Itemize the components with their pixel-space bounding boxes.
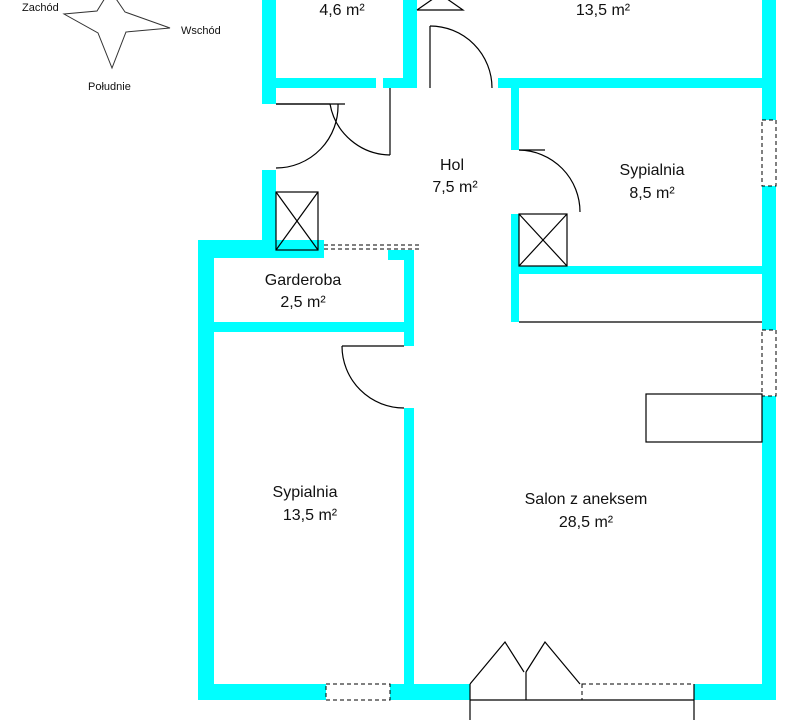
room-garderoba-name: Garderoba [265,272,342,289]
room-hol-name: Hol [440,157,464,174]
wall-segment [511,88,519,150]
wall-segment [403,0,417,88]
window-right-upper [761,119,777,187]
ventilation-shaft-left [275,191,319,251]
wall-segment [762,186,776,330]
wall-segment [262,170,276,250]
wall-segment [388,250,414,260]
kitchen-island [645,393,763,443]
wall-segment [270,78,376,88]
room-salon-name: Salon z aneksem [525,491,648,508]
room-salon-area: 28,5 m² [559,514,614,531]
room-sypialnia-large-name: Sypialnia [273,484,338,501]
compass-south-label: Południe [88,81,131,93]
window-right-lower [761,329,777,397]
wall-segment [762,396,776,700]
walls [198,0,776,700]
door-swing [525,640,581,685]
room-sypialnia-large-area: 13,5 m² [283,507,338,524]
door-swing [341,345,405,409]
door-swing [469,640,525,685]
wall-segment [762,0,776,120]
room-garderoba-area: 2,5 m² [280,294,326,311]
room-top-right-area: 13,5 m² [576,2,631,19]
wall-segment [198,240,214,700]
room-sypialnia-small-name: Sypialnia [620,162,685,179]
room-hol-area: 7,5 m² [432,179,478,196]
room-sypialnia-small-area: 8,5 m² [629,185,675,202]
room-top-left-area: 4,6 m² [319,2,365,19]
wall-segment [511,214,519,322]
wall-segment [198,240,324,258]
wall-segment [404,408,414,700]
windows [324,119,777,701]
compass-east-label: Wschód [181,25,221,37]
wall-segment [198,684,326,700]
window-bottom-right [581,683,695,701]
ventilation-shaft-right [518,213,568,267]
bath-fixture [416,0,465,11]
compass-west-label: Zachód [22,2,59,14]
door-swing [275,103,339,169]
wall-segment [694,684,776,700]
wall-segment [262,0,276,104]
wall-segment [383,78,417,88]
wall-segment [390,684,470,700]
wall-segment [404,250,414,346]
doors [275,25,695,720]
wall-segment [206,322,414,332]
wall-segment [498,78,776,88]
door-swing [429,25,493,89]
door-swing [518,149,581,213]
door-swing [329,103,391,156]
window-bottom-left [325,683,391,701]
compass-rose-icon [62,0,171,70]
wall-segment [519,266,776,274]
